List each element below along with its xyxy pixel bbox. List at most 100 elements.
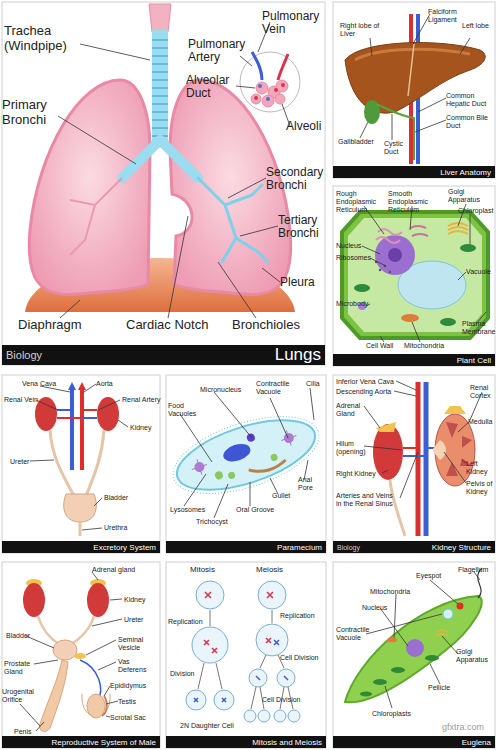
lung-illustration <box>152 30 168 142</box>
part-label: Adrenal Gland <box>336 402 364 418</box>
part-label: 2N Daughter Cell <box>180 722 234 730</box>
part-label: Kidney <box>130 424 151 432</box>
part-label: Rough Endoplasmic Reticulum <box>336 190 380 213</box>
part-label: Gallbladder <box>338 138 374 146</box>
lung-illustration <box>254 96 258 100</box>
panel-title: Mitosis and Meiosis <box>252 738 322 747</box>
lung-illustration <box>198 178 268 262</box>
part-label: Mitochondria <box>370 588 410 596</box>
leader-line <box>364 381 482 498</box>
part-label: Pelvis of Kidney <box>466 480 494 496</box>
footer-band: Plant Cell <box>333 354 495 366</box>
reproductive-illustration <box>102 696 107 716</box>
kidney-illustration <box>416 382 421 536</box>
reproductive-illustration <box>74 653 86 659</box>
kidney-illustration <box>432 440 446 460</box>
leader-line <box>366 572 480 708</box>
subject-tag: Biology <box>337 544 360 551</box>
liver-illustration <box>376 104 414 160</box>
part-label: Cell Wall <box>366 342 393 350</box>
panel-title: Liver Anatomy <box>440 168 491 177</box>
part-label: Smooth Endoplasmic Reticulum <box>388 190 438 213</box>
lung-illustration <box>251 94 261 104</box>
part-label: Pulmonary Artery <box>188 38 243 65</box>
part-label: Renal Cortex <box>470 384 494 400</box>
lung-illustration <box>281 83 285 87</box>
part-label: Falciform Ligament <box>428 8 468 24</box>
part-label: Ribosomes <box>336 254 371 262</box>
cell-division-illustration <box>198 610 293 709</box>
panel-title: Paramecium <box>277 543 322 552</box>
paramecium-illustration <box>249 458 287 476</box>
part-label: Bladder <box>104 494 128 502</box>
liver-illustration <box>408 44 414 96</box>
reproductive-illustration <box>87 583 109 617</box>
reproductive-illustration <box>23 583 45 617</box>
paramecium-illustration <box>169 406 323 504</box>
paramecium-illustration <box>164 401 328 509</box>
part-label: Kidney <box>124 596 145 604</box>
cell-division-illustration <box>244 710 256 722</box>
cell-division-illustration <box>288 710 300 722</box>
part-label: Tertiary Bronchi <box>278 214 324 241</box>
cell-division-illustration <box>186 581 300 722</box>
reproductive-illustration <box>40 660 68 731</box>
panel-frame <box>2 562 160 748</box>
part-label: Medulla <box>468 418 493 426</box>
paramecium-illustration <box>221 441 253 465</box>
kidney-illustration <box>462 436 472 448</box>
cell-division-illustration <box>186 581 300 722</box>
plant-cell-illustration <box>379 269 381 271</box>
panel-title: Kidney Structure <box>432 543 491 552</box>
part-label: Vas Deferens <box>118 658 156 674</box>
panel-frame <box>333 2 495 178</box>
euglena-illustration <box>391 667 405 673</box>
leader-line <box>20 572 122 731</box>
panel-frame <box>333 562 495 748</box>
part-label: Bladder <box>6 632 30 640</box>
excretory-illustration <box>57 410 97 418</box>
euglena-illustration <box>406 639 424 657</box>
watermark: gfxtra.com <box>442 722 484 732</box>
part-label: Plasma Membrane <box>462 320 494 336</box>
part-label: Epididymus <box>110 682 146 690</box>
part-label: Testis <box>118 698 136 706</box>
excretory-illustration <box>50 430 104 496</box>
paramecium-illustration <box>164 401 328 509</box>
kidney-illustration <box>390 480 405 536</box>
part-label: Ureter <box>10 458 29 466</box>
part-label: Contractile Vacuole <box>256 380 300 396</box>
euglena-illustration <box>345 568 482 702</box>
part-label: Division <box>170 670 195 678</box>
part-label: Secondary Bronchi <box>266 166 326 193</box>
lung-illustration <box>240 52 300 112</box>
part-label: Microbody <box>336 300 368 308</box>
panel-title: Lungs <box>275 345 321 365</box>
lung-illustration <box>122 140 198 178</box>
cell-division-illustration <box>192 627 228 663</box>
part-label: Urogenital Orifice <box>2 688 36 704</box>
euglena-illustration <box>443 609 453 619</box>
euglena-illustration <box>360 655 439 697</box>
part-label: Flagellum <box>458 566 488 574</box>
paramecium-illustration <box>270 453 279 462</box>
part-label: Trachea (Windpipe) <box>4 24 84 53</box>
panel-frame <box>2 375 160 553</box>
panel-frame <box>166 375 326 553</box>
part-label: Ureter <box>124 616 143 624</box>
part-label: Nucleus <box>362 604 387 612</box>
lung-illustration <box>274 88 278 92</box>
euglena-illustration <box>436 630 448 636</box>
lung-illustration <box>275 94 285 104</box>
part-label: Urethra <box>104 524 127 532</box>
part-label: Left Kidney <box>466 460 494 476</box>
excretory-illustration <box>78 382 86 390</box>
footer-band: Reproductive System of Male <box>2 736 160 748</box>
plant-cell-illustration <box>375 261 391 273</box>
lung-illustration <box>29 80 150 294</box>
part-label: Right Kidney <box>336 470 376 478</box>
part-label: Descending Aorta <box>336 388 391 396</box>
